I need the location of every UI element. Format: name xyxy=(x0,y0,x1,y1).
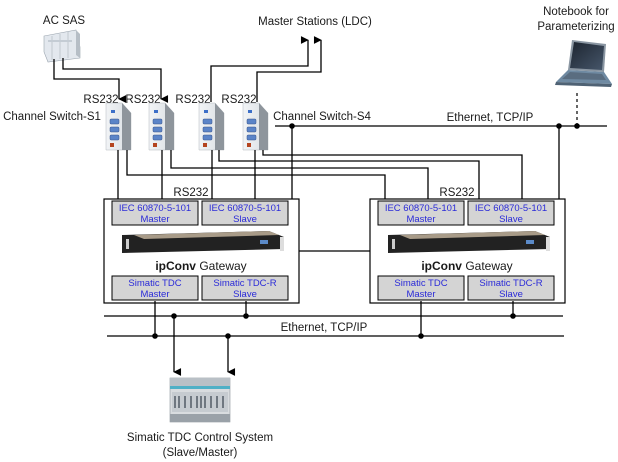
svg-text:Master: Master xyxy=(406,289,435,300)
svg-text:Simatic TDC: Simatic TDC xyxy=(128,278,181,289)
svg-text:Simatic TDC-R: Simatic TDC-R xyxy=(479,278,542,289)
junction-dot xyxy=(243,313,249,319)
ac-sas-cabinet-icon xyxy=(43,29,81,63)
gateway-name: ipConv Gateway xyxy=(155,259,246,273)
channel-switch-2 xyxy=(148,102,175,151)
serial-port-icon xyxy=(152,118,163,125)
junction-dot xyxy=(152,333,158,339)
serial-port-icon xyxy=(202,134,213,141)
s1-link-gw2-master xyxy=(126,150,386,200)
gateway-name: ipConv Gateway xyxy=(421,259,512,273)
simatic-tdc-rack-icon xyxy=(169,377,231,423)
serial-port-icon xyxy=(109,118,120,125)
ac-sas-label: AC SAS xyxy=(43,15,86,27)
svg-text:Slave: Slave xyxy=(233,289,257,300)
ethernet-top-label: Ethernet, TCP/IP xyxy=(447,112,534,124)
svg-text:Simatic TDC: Simatic TDC xyxy=(394,278,447,289)
gateway-appliance-icon xyxy=(388,231,550,253)
svg-text:Simatic TDC-R: Simatic TDC-R xyxy=(213,278,276,289)
serial-port-icon xyxy=(109,134,120,141)
svg-text:Master: Master xyxy=(140,289,169,300)
channel-switch-4 xyxy=(242,102,269,151)
channel-switch-1 xyxy=(105,102,132,151)
svg-text:IEC 60870-5-101: IEC 60870-5-101 xyxy=(209,203,281,214)
gateway-rs232-label: RS232 xyxy=(439,187,474,199)
serial-port-icon xyxy=(152,126,163,133)
serial-port-icon xyxy=(246,118,257,125)
channel-switch-s1-label: Channel Switch-S1 xyxy=(3,111,101,123)
ethernet-bottom-label: Ethernet, TCP/IP xyxy=(281,322,368,334)
ac-sas-link-s1 xyxy=(53,59,127,103)
master-link-s3 xyxy=(210,36,309,102)
notebook-laptop-icon xyxy=(555,40,612,87)
serial-port-icon xyxy=(109,126,120,133)
gateway-rs232-label: RS232 xyxy=(173,187,208,199)
s2-link-gw2-master xyxy=(170,150,429,200)
notebook-label-line1: Notebook for xyxy=(543,6,609,18)
svg-text:Master: Master xyxy=(406,214,435,225)
notebook-label-line2: Parameterizing xyxy=(537,21,614,33)
channel-switch-s4-label: Channel Switch-S4 xyxy=(273,111,371,123)
tdc-label-line1: Simatic TDC Control System xyxy=(127,432,273,444)
serial-port-icon xyxy=(246,134,257,141)
svg-text:IEC 60870-5-101: IEC 60870-5-101 xyxy=(475,203,547,214)
tdc-label-line2: (Slave/Master) xyxy=(163,447,238,459)
channel-switch-3 xyxy=(198,102,225,151)
serial-port-icon xyxy=(246,126,257,133)
serial-port-icon xyxy=(202,126,213,133)
ac-sas-link-s2 xyxy=(62,58,169,103)
svg-text:IEC 60870-5-101: IEC 60870-5-101 xyxy=(385,203,457,214)
master-link-s4 xyxy=(256,36,322,102)
gateway-appliance-icon xyxy=(122,231,284,253)
svg-text:Slave: Slave xyxy=(499,289,523,300)
master-stations-label: Master Stations (LDC) xyxy=(258,16,372,28)
svg-text:Master: Master xyxy=(140,214,169,225)
serial-port-icon xyxy=(202,118,213,125)
serial-port-icon xyxy=(152,134,163,141)
s3-link-gw2-slave xyxy=(218,150,480,200)
junction-dot xyxy=(510,313,516,319)
svg-text:IEC 60870-5-101: IEC 60870-5-101 xyxy=(119,203,191,214)
junction-dot xyxy=(418,333,424,339)
s4-link-gw2-slave xyxy=(262,150,523,200)
svg-text:Slave: Slave xyxy=(233,214,257,225)
svg-text:Slave: Slave xyxy=(499,214,523,225)
